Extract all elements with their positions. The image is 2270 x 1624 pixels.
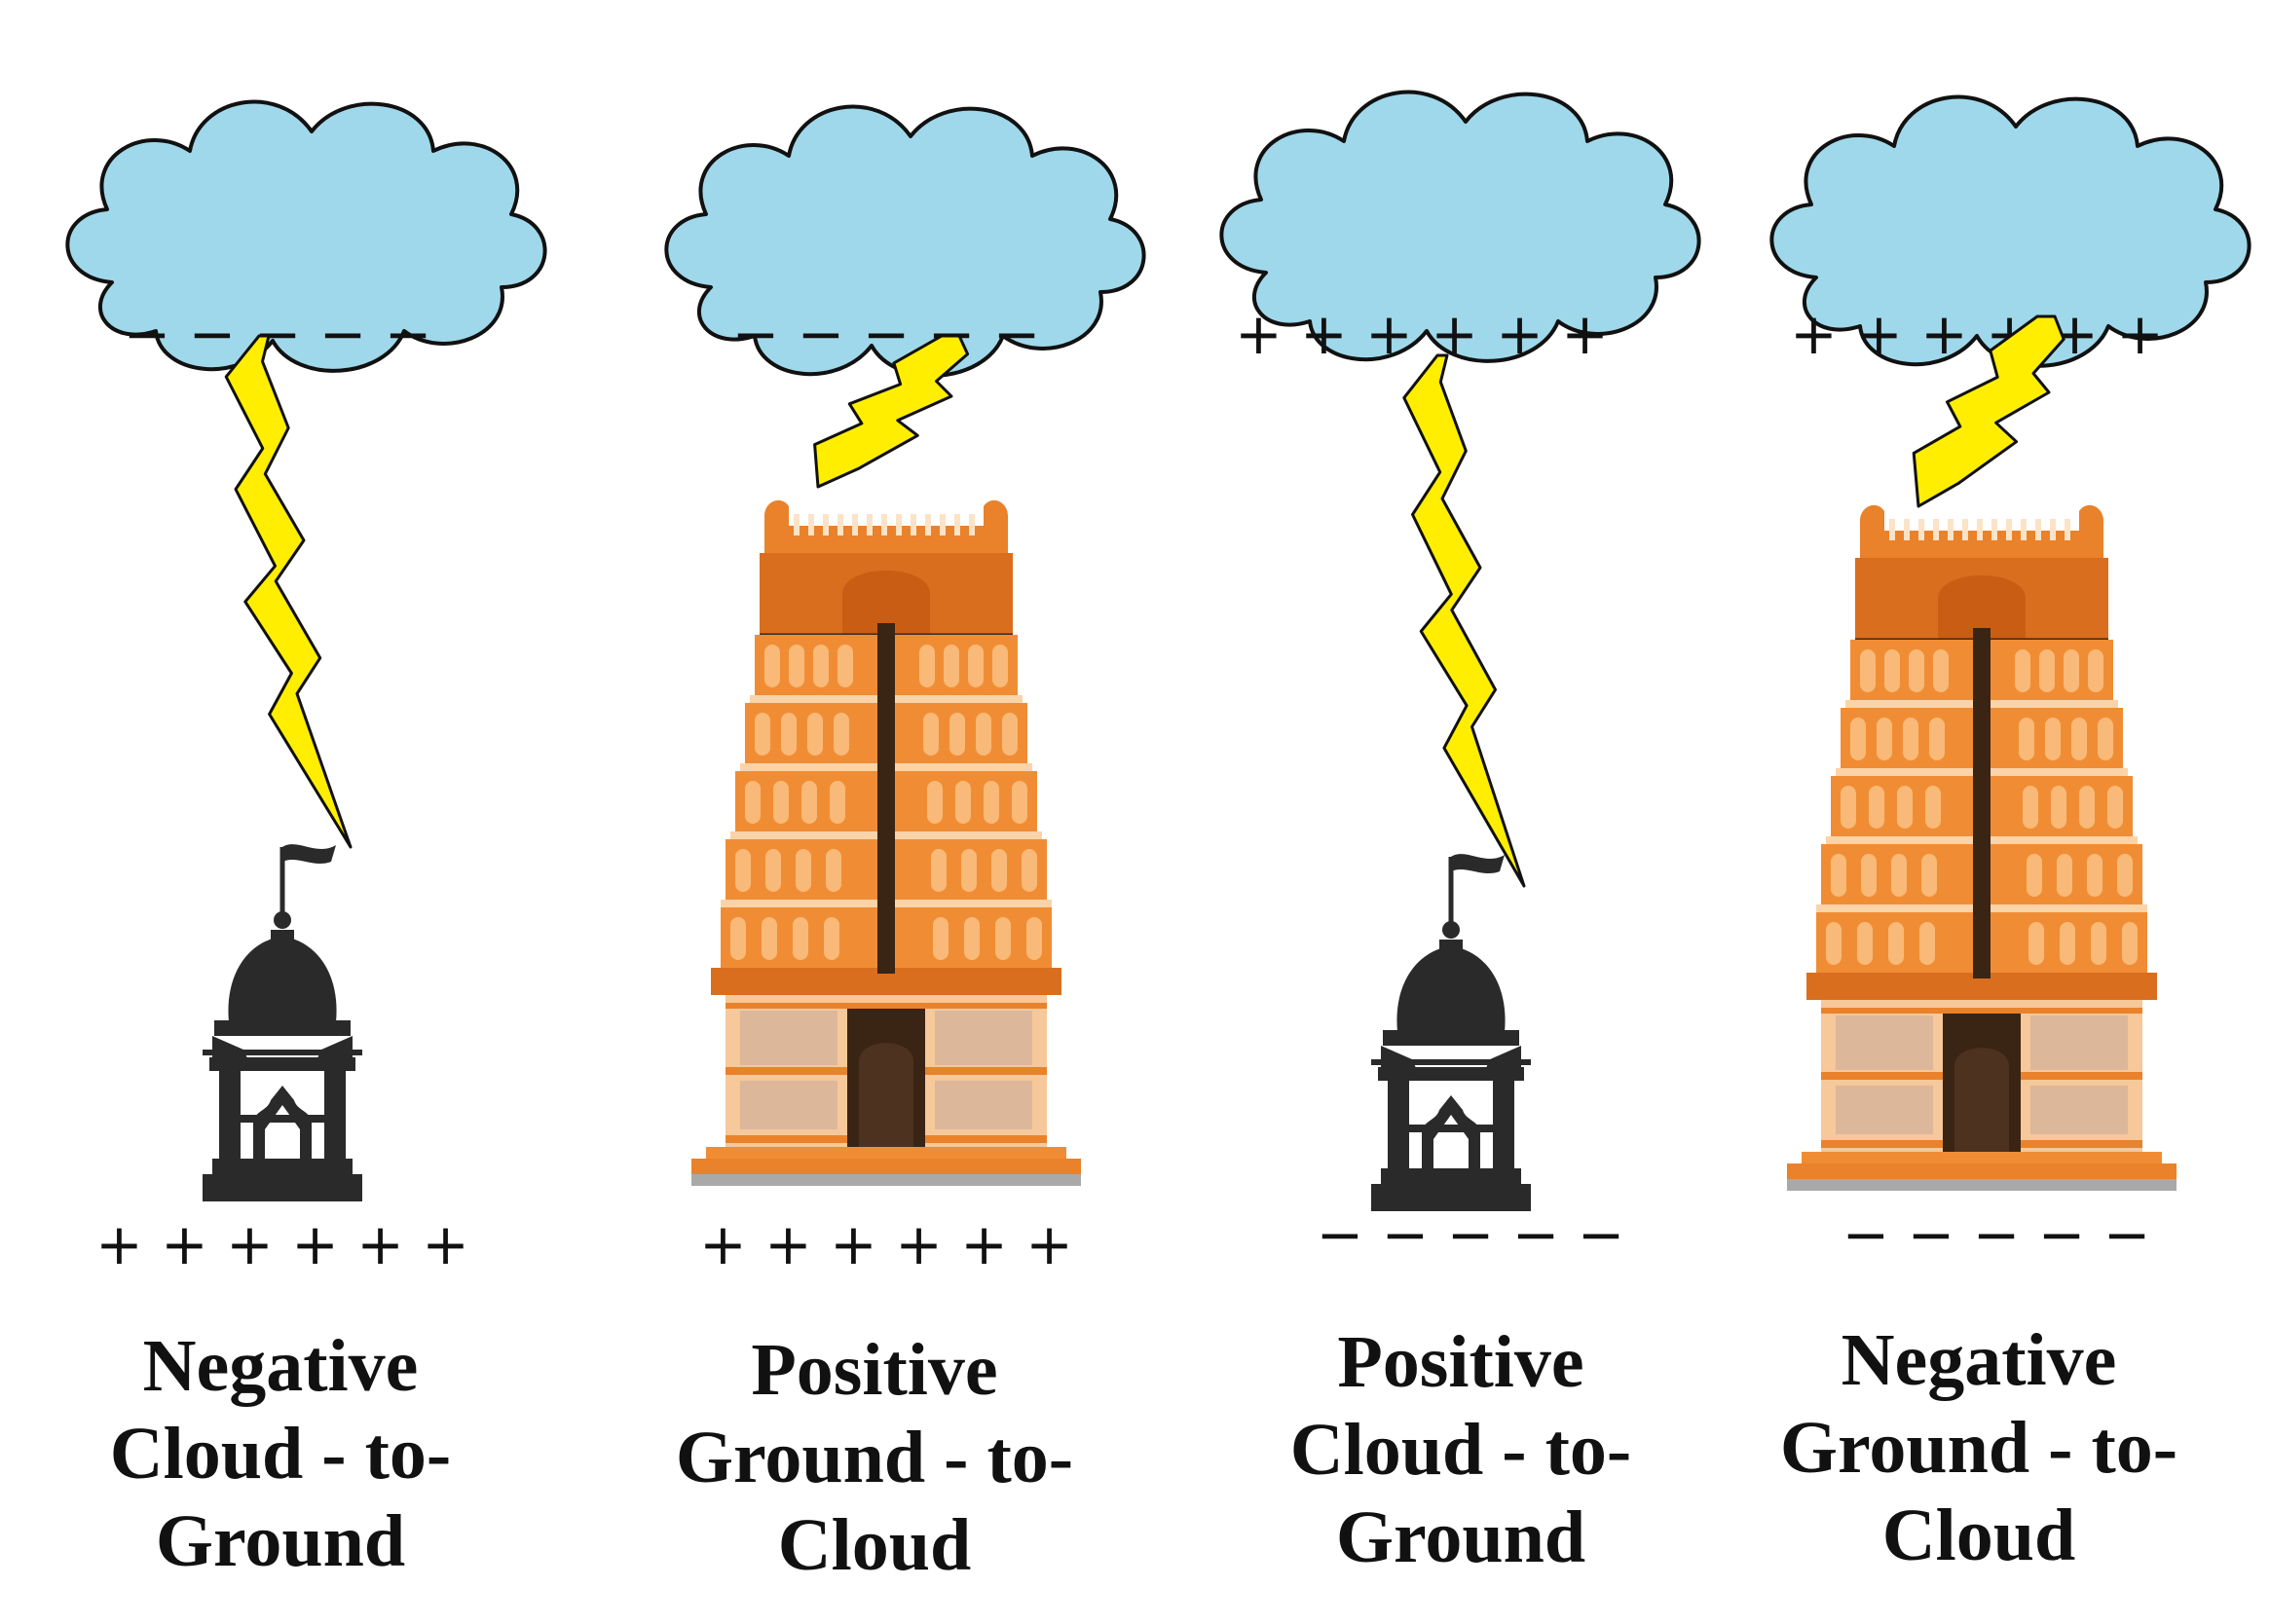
ground-charge: − − − − − [1842, 1201, 2151, 1268]
gopuram-tower-icon [689, 498, 1083, 1188]
label-line-2: Cloud - to- [1289, 1409, 1632, 1491]
label-positive-cloud-to-ground: Positive Cloud - to- Ground [1208, 1318, 1714, 1581]
ground-charge: + + + + + + [95, 1211, 469, 1277]
panel-4: + + + + + + − − − − − [1769, 94, 2251, 1268]
label-negative-ground-to-cloud: Negative Ground - to- Cloud [1726, 1316, 2232, 1579]
label-line-2: Cloud - to- [109, 1413, 452, 1495]
label-line-3: Cloud [1881, 1495, 2076, 1576]
panel-2: − − − − − + + + + + + [664, 104, 1146, 1277]
label-line-1: Positive [1337, 1321, 1584, 1403]
label-negative-cloud-to-ground: Negative Cloud - to- Ground [27, 1322, 534, 1585]
label-line-2: Ground - to- [675, 1417, 1074, 1498]
cloud-charge: − − − − − [124, 301, 432, 367]
small-temple-icon [203, 844, 362, 1201]
lightning-bolt-icon [813, 334, 970, 489]
cloud-charge: + + + + + + [1790, 301, 2164, 367]
label-line-3: Cloud [777, 1504, 972, 1586]
gopuram-tower-icon [1785, 503, 2178, 1193]
label-line-3: Ground [155, 1500, 406, 1582]
label-line-1: Negative [142, 1325, 419, 1407]
panels-layer: − − − − −+ + + + + +− − − − −+ + + + + +… [65, 90, 2251, 1277]
small-temple-icon [1371, 854, 1531, 1211]
panel-1: − − − − − + + + + + + [65, 99, 547, 1277]
cloud-charge: − − − − − [732, 301, 1041, 367]
cloud-charge: + + + + + + [1235, 301, 1609, 367]
lightning-bolt-icon [1912, 314, 2065, 508]
label-line-2: Ground - to- [1779, 1407, 2178, 1489]
label-line-1: Negative [1841, 1319, 2117, 1401]
ground-charge: − − − − − [1317, 1201, 1625, 1268]
lightning-bolt-icon [1402, 353, 1526, 888]
label-line-3: Ground [1335, 1496, 1586, 1578]
ground-charge: + + + + + + [699, 1211, 1073, 1277]
panel-3: + + + + + + − − − − − [1219, 90, 1701, 1268]
label-line-1: Positive [751, 1329, 998, 1411]
label-positive-ground-to-cloud: Positive Ground - to- Cloud [621, 1326, 1128, 1589]
lightning-bolt-icon [224, 334, 353, 849]
